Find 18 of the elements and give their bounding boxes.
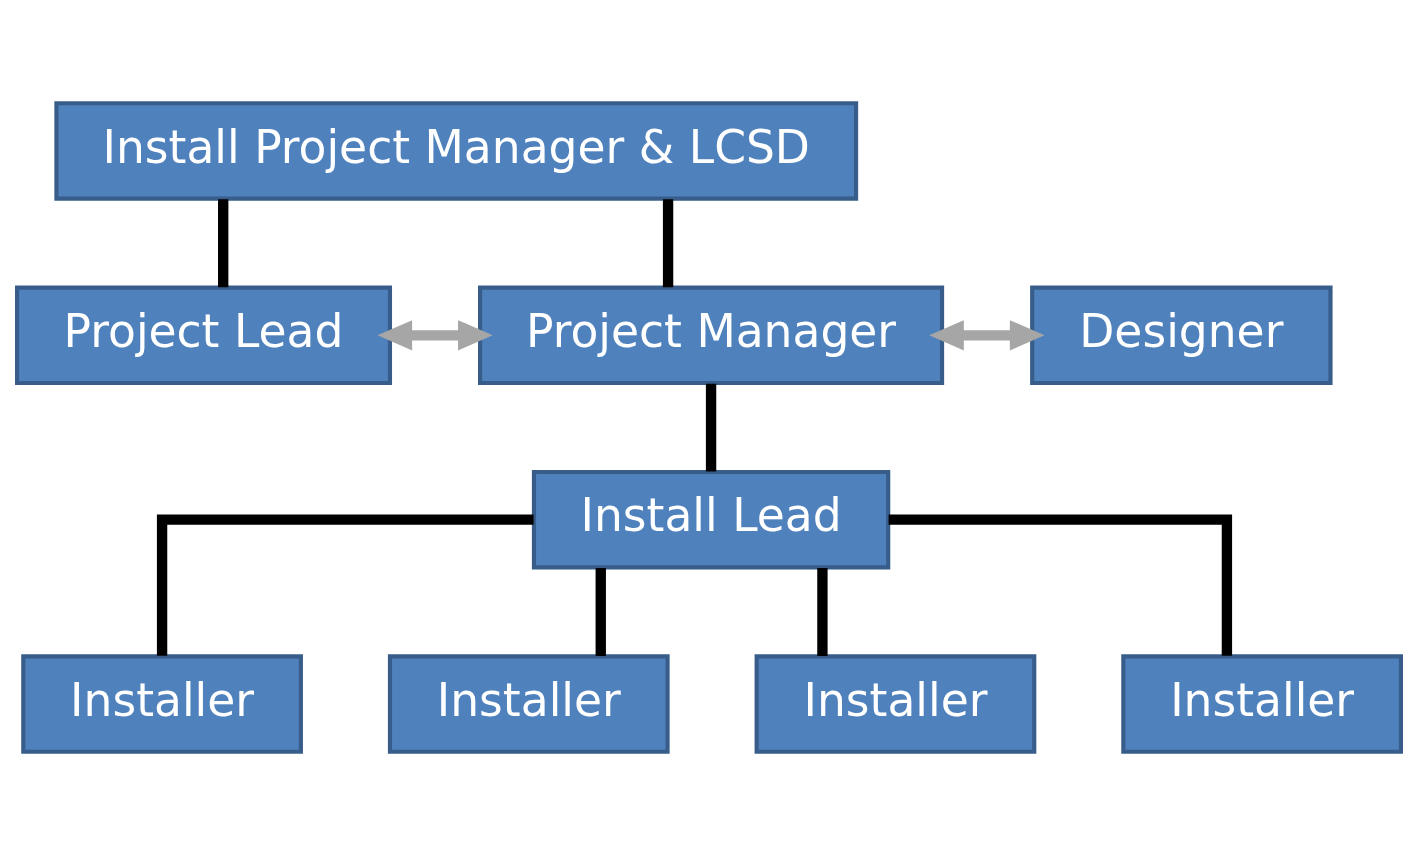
connector bbox=[662, 199, 674, 288]
node-box: Install Project Manager & LCSD bbox=[54, 101, 859, 201]
node-box: Installer bbox=[387, 654, 670, 754]
connector bbox=[817, 568, 828, 656]
node-box: Installer bbox=[1121, 654, 1403, 754]
node-box: Project Manager bbox=[478, 285, 945, 386]
node-box: Installer bbox=[754, 654, 1037, 754]
node-box: Designer bbox=[1030, 285, 1333, 386]
arrow bbox=[377, 320, 493, 351]
node-box: Install Lead bbox=[531, 469, 891, 570]
connector bbox=[218, 199, 229, 288]
connector bbox=[705, 383, 717, 472]
connector bbox=[888, 514, 1233, 656]
arrow bbox=[929, 320, 1045, 351]
connector bbox=[156, 514, 534, 656]
node-box: Project Lead bbox=[15, 285, 393, 386]
node-box: Installer bbox=[21, 654, 303, 754]
connector bbox=[595, 568, 606, 656]
